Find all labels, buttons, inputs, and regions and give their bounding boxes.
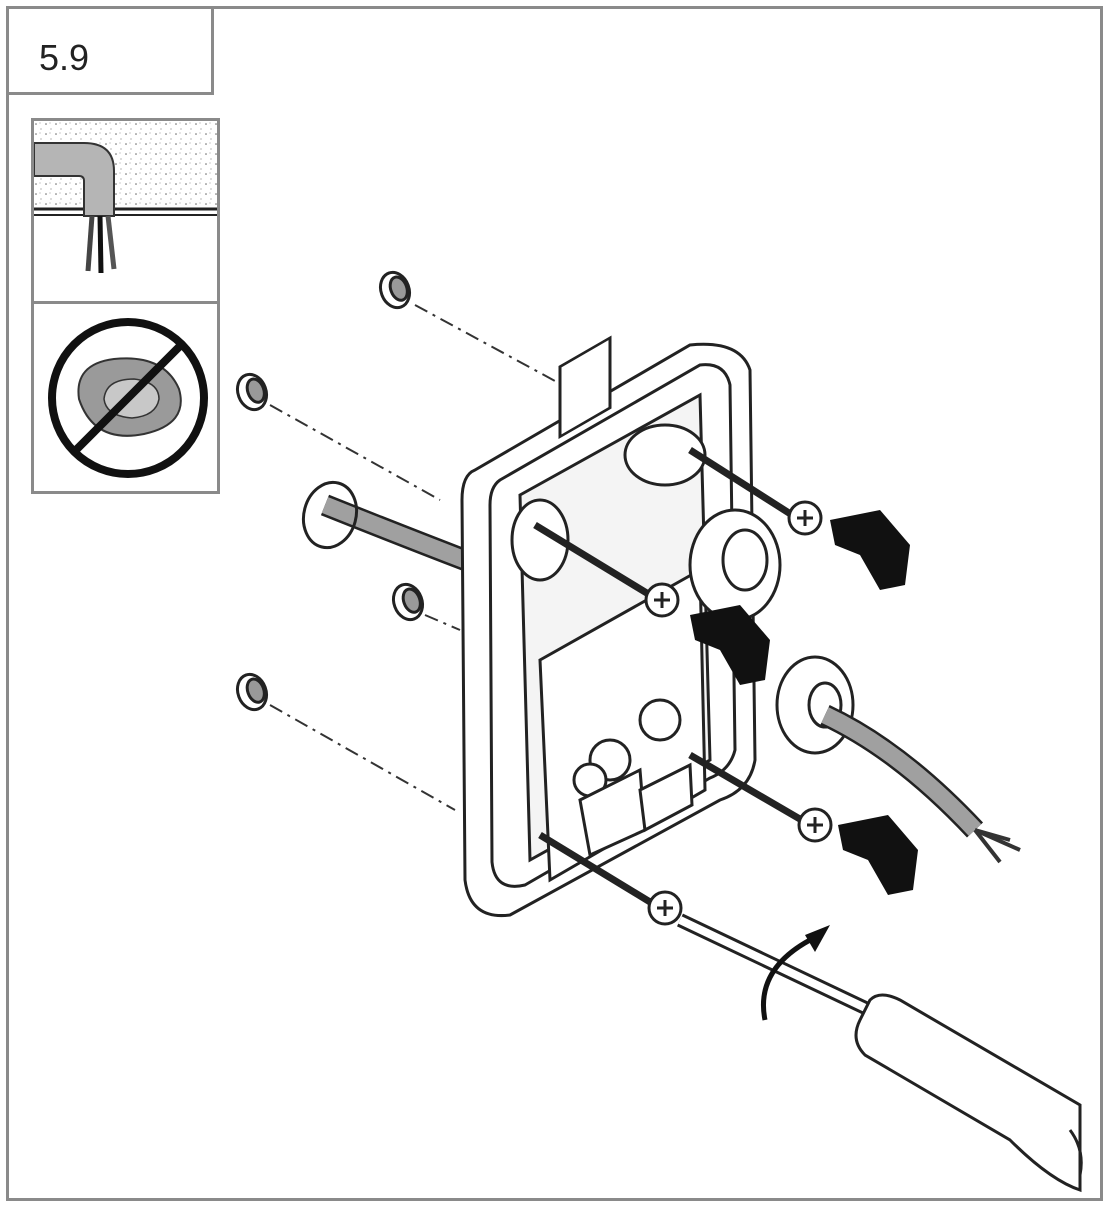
rotate-arrow-icon [761, 925, 830, 1021]
wall-plug-icon [235, 270, 425, 712]
grommet-icon [688, 508, 855, 755]
junction-box-icon [460, 335, 757, 918]
no-sealant-prohibition-icon [31, 301, 220, 494]
push-arrow-icon [690, 510, 918, 895]
step-number-box: 5.9 [6, 6, 214, 95]
step-number: 5.9 [39, 37, 90, 78]
screw-icon [533, 447, 833, 926]
cable-through-wall-icon [31, 118, 220, 304]
cable-icon [301, 480, 469, 571]
cable-icon [820, 705, 1021, 864]
screwdriver-icon [676, 913, 1083, 1193]
